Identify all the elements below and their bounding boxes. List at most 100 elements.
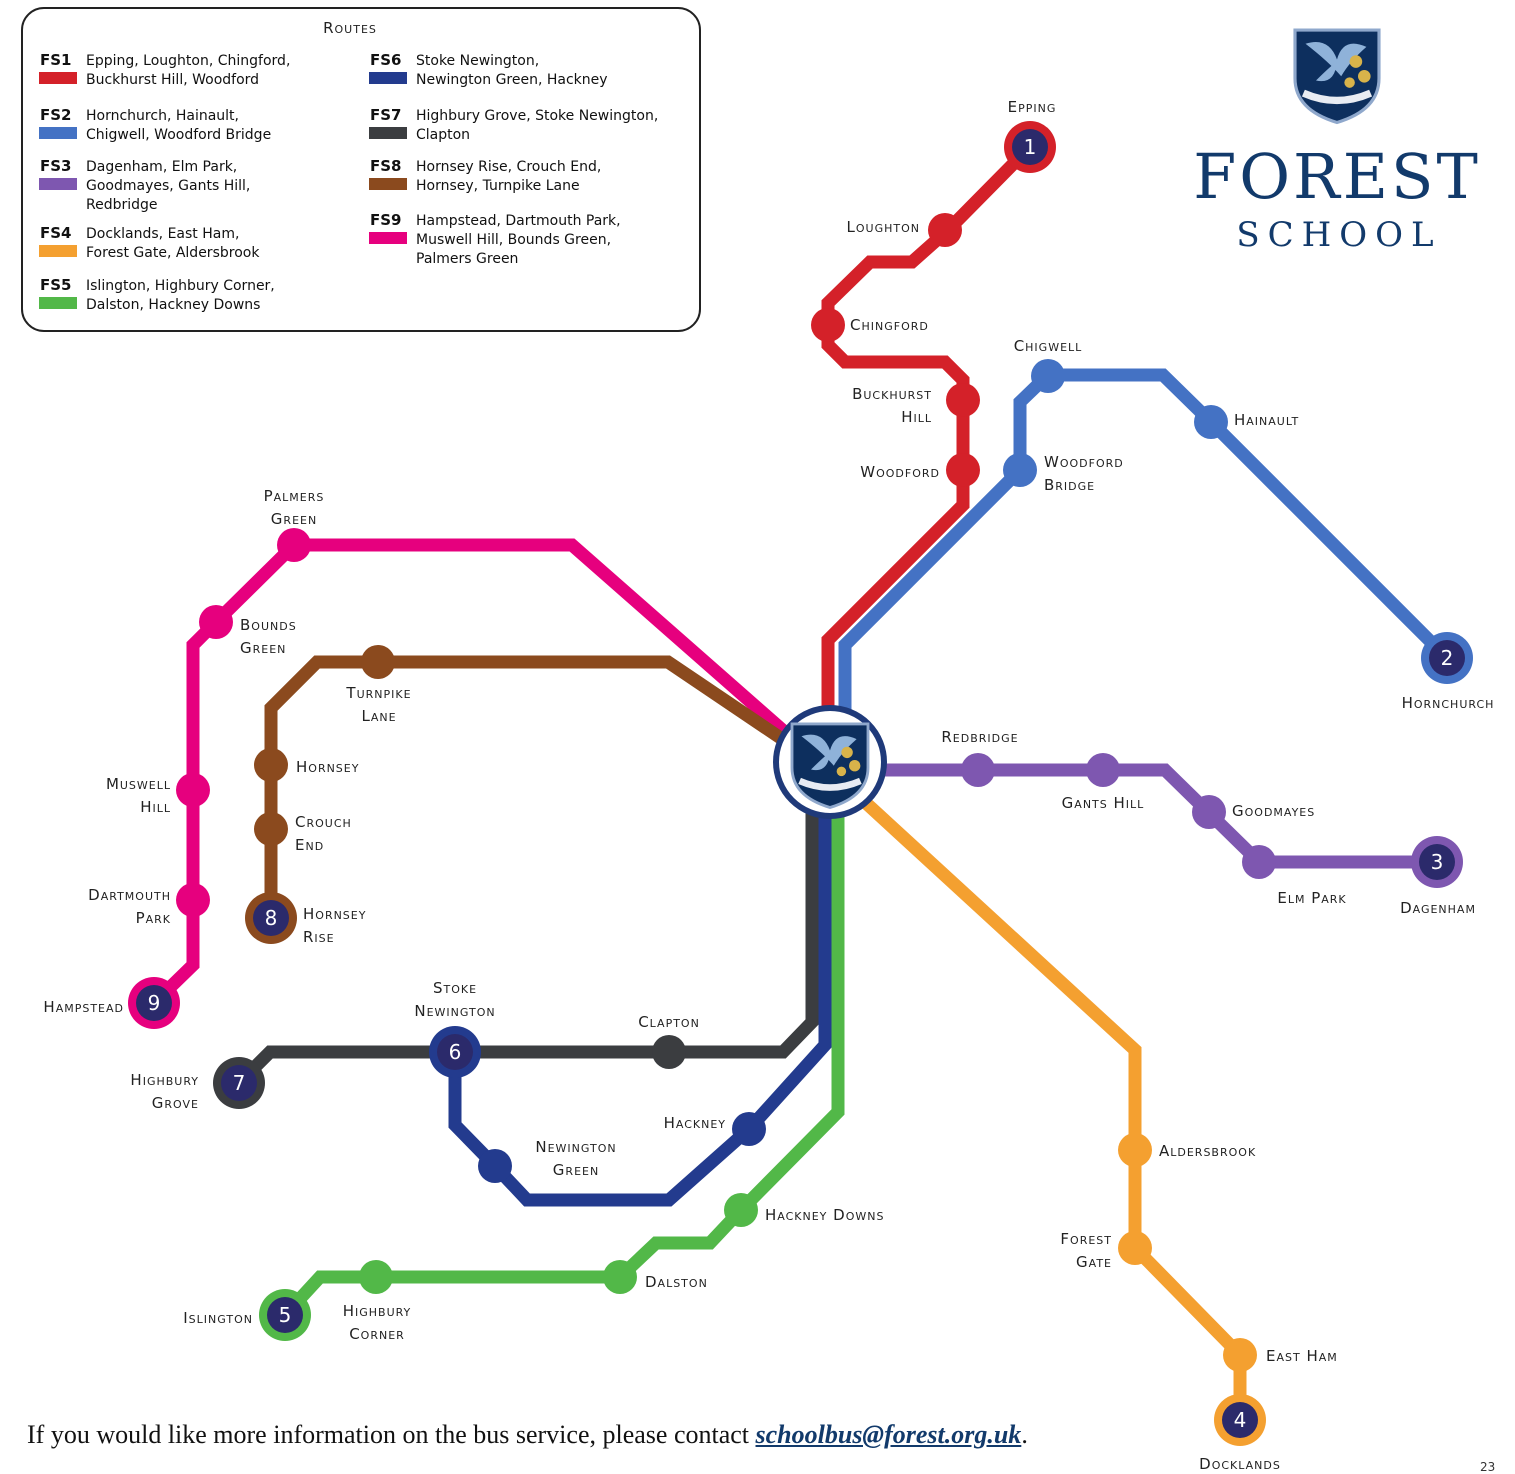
terminal-number-epping: 1 (1024, 135, 1037, 159)
legend-swatch (369, 232, 407, 244)
station-elm-park[interactable] (1242, 845, 1276, 879)
station-label-line: Rise (303, 928, 335, 946)
station-label-line: Islington (183, 1309, 253, 1327)
station-label-goodmayes: Goodmayes (1232, 802, 1315, 820)
station-aldersbrook[interactable] (1118, 1133, 1152, 1167)
station-label-line: Bounds (240, 616, 297, 634)
legend-swatch (369, 72, 407, 84)
legend-code: FS8 (370, 157, 402, 175)
station-newington-green[interactable] (478, 1149, 512, 1183)
station-label-line: Hill (901, 408, 932, 426)
station-label-east-ham: East Ham (1266, 1347, 1338, 1365)
route-line-fs6 (448, 770, 832, 1207)
legend-text-line: Dagenham, Elm Park, (86, 159, 237, 175)
terminal-inner-islington (267, 1297, 303, 1333)
station-goodmayes[interactable] (1192, 795, 1226, 829)
station-palmers-green[interactable] (277, 528, 311, 562)
station-label-line: Buckhurst (852, 385, 932, 403)
terminal-inner-hampstead (136, 985, 172, 1021)
station-turnpike-lane[interactable] (361, 645, 395, 679)
legend-code: FS2 (40, 106, 72, 124)
station-label-line: Clapton (638, 1013, 700, 1031)
legend-code: FS7 (370, 106, 402, 124)
legend-text-line: Highbury Grove, Stoke Newington, (416, 108, 658, 124)
legend-text-line: Chigwell, Woodford Bridge (86, 127, 271, 143)
legend-text-line: Stoke Newington, (416, 53, 539, 69)
station-hornsey[interactable] (254, 748, 288, 782)
legend-text: Stoke Newington, Newington Green, Hackney (416, 53, 608, 88)
terminal-number-stoke-newington: 6 (449, 1040, 462, 1064)
hub-crest-icon (790, 722, 870, 809)
station-label-line: Bridge (1044, 476, 1095, 494)
station-clapton[interactable] (652, 1035, 686, 1069)
station-dalston[interactable] (603, 1260, 637, 1294)
station-east-ham[interactable] (1223, 1338, 1257, 1372)
legend-text-line: Palmers Green (416, 251, 518, 267)
legend-text-line: Goodmayes, Gants Hill, (86, 178, 250, 194)
legend-box (21, 7, 701, 332)
legend-text: Hampstead, Dartmouth Park,Muswell Hill, … (416, 213, 621, 267)
legend-text: Dagenham, Elm Park, Goodmayes, Gants Hill… (86, 159, 250, 213)
station-chigwell[interactable] (1031, 359, 1065, 393)
brand-crest-icon (1293, 28, 1381, 125)
station-buckhurst-hill[interactable] (946, 383, 980, 417)
station-label-line: Hill (140, 798, 171, 816)
legend-swatch (369, 178, 407, 190)
station-woodford[interactable] (946, 453, 980, 487)
station-label-line: Goodmayes (1232, 802, 1315, 820)
station-label-line: Forest (1060, 1230, 1112, 1248)
station-gants-hill[interactable] (1086, 753, 1120, 787)
station-muswell-hill[interactable] (176, 773, 210, 807)
legend-text-line: Buckhurst Hill, Woodford (86, 72, 259, 88)
legend-title: Routes (323, 19, 377, 37)
station-crouch-end[interactable] (254, 812, 288, 846)
legend-text-line: Hornchurch, Hainault, (86, 108, 239, 124)
legend-item-fs8: FS8 Hornsey Rise, Crouch End, Hornsey, Tur… (369, 157, 601, 194)
station-hackney-downs[interactable] (724, 1193, 758, 1227)
station-label-line: Turnpike (345, 684, 411, 702)
station-label-hornsey: Hornsey (296, 758, 359, 776)
legend-text-line: Hornsey, Turnpike Lane (416, 178, 580, 194)
station-hainault[interactable] (1194, 405, 1228, 439)
legend-swatch (39, 127, 77, 139)
station-highbury-corner[interactable] (359, 1260, 393, 1294)
station-label-line: East Ham (1266, 1347, 1338, 1365)
station-hackney[interactable] (732, 1112, 766, 1146)
station-label-hornchurch: Hornchurch (1402, 694, 1495, 712)
station-label-line: Chingford (850, 316, 929, 334)
station-bounds-green[interactable] (199, 605, 233, 639)
station-label-line: Elm Park (1277, 889, 1346, 907)
station-forest-gate[interactable] (1118, 1231, 1152, 1265)
terminal-number-docklands: 4 (1234, 1408, 1247, 1432)
station-label-line: Dartmouth (88, 886, 171, 904)
legend-text-line: Redbridge (86, 197, 158, 213)
school-hub (773, 705, 887, 819)
station-label-woodford: Woodford (860, 463, 940, 481)
legend-text: Hornsey Rise, Crouch End, Hornsey, Turnpi… (416, 159, 601, 194)
station-label-hainault: Hainault (1234, 411, 1299, 429)
footer-text: If you would like more information on th… (27, 1420, 756, 1449)
station-label-loughton: Loughton (847, 218, 920, 236)
station-label-chingford: Chingford (850, 316, 929, 334)
legend-text-line: Islington, Highbury Corner, (86, 278, 275, 294)
legend-text-line: Hornsey Rise, Crouch End, (416, 159, 601, 175)
station-loughton[interactable] (928, 213, 962, 247)
email-link[interactable]: schoolbus@forest.org.uk (755, 1420, 1022, 1449)
legend-swatch (39, 245, 77, 257)
station-dartmouth-park[interactable] (176, 883, 210, 917)
station-woodford-bridge[interactable] (1003, 453, 1037, 487)
legend-text-line: Newington Green, Hackney (416, 72, 608, 88)
station-chingford[interactable] (811, 308, 845, 342)
station-redbridge[interactable] (961, 753, 995, 787)
